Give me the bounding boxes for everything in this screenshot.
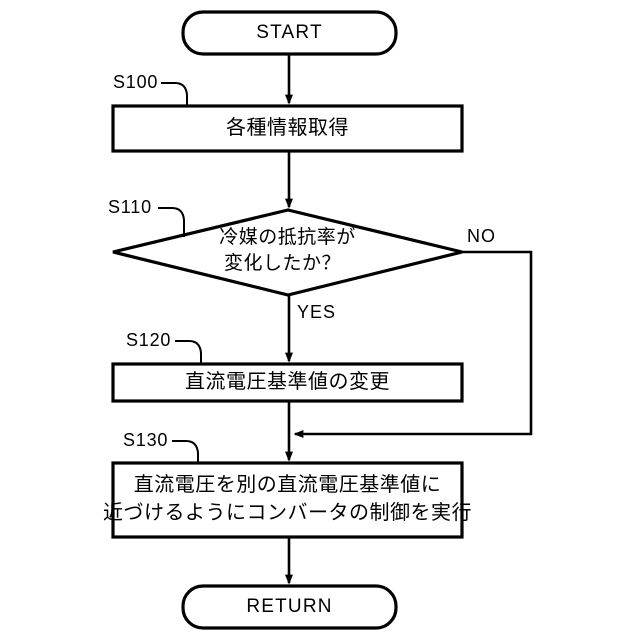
node-s120-shape (111, 362, 464, 403)
node-return-shape (181, 584, 398, 630)
step-tag-s120: S120 (126, 330, 172, 350)
leader-line-s130 (172, 440, 199, 463)
branch-label-no: NO (467, 226, 496, 246)
leader-line-s110 (158, 207, 185, 237)
step-tag-s130: S130 (123, 430, 169, 450)
node-s110-shape (112, 208, 463, 297)
node-s100-shape (111, 104, 464, 153)
connector-s110-no-bypass (293, 250, 533, 438)
node-s130-shape (111, 461, 464, 539)
branch-label-yes: YES (297, 302, 337, 322)
leader-line-s120 (175, 340, 202, 364)
step-tag-s100: S100 (113, 72, 159, 92)
step-tag-s110: S110 (108, 197, 152, 217)
leader-line-s100 (161, 82, 188, 106)
node-start-shape (181, 10, 398, 56)
